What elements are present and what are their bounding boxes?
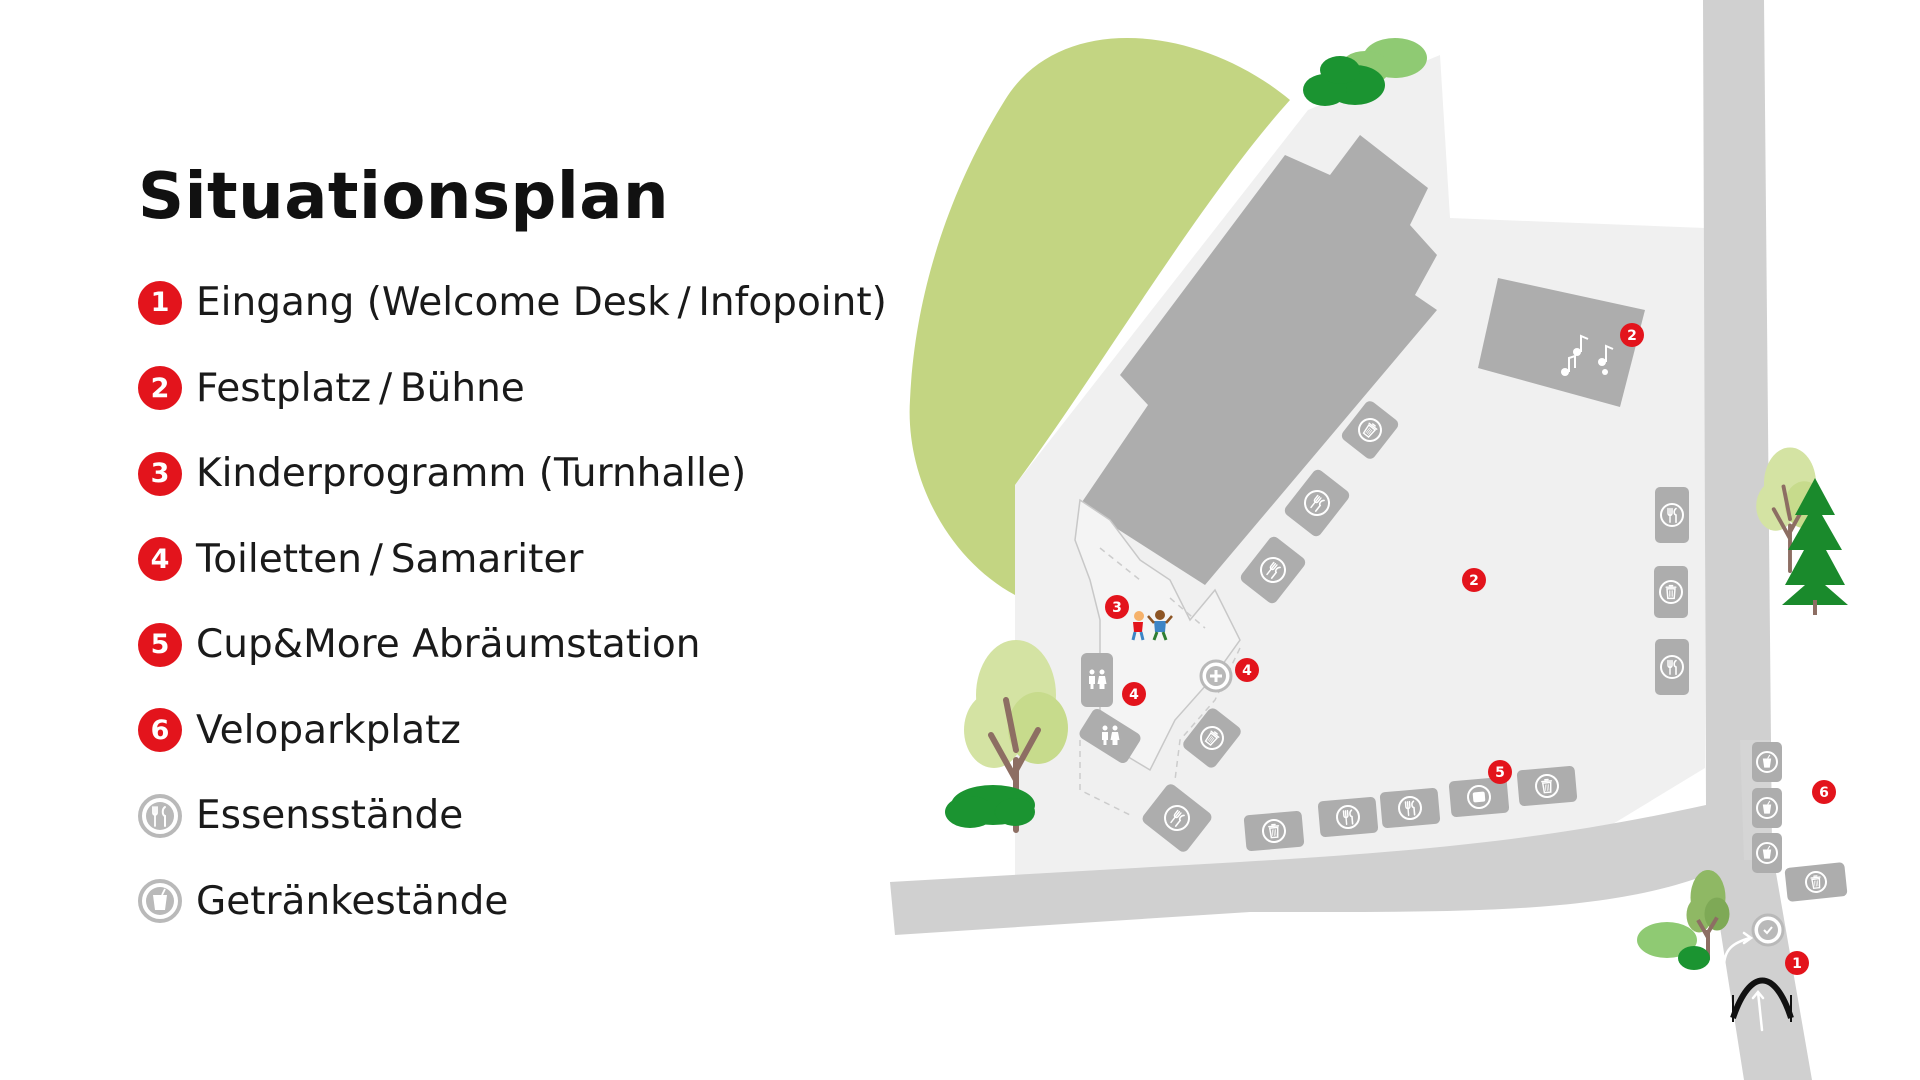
- bush-entrance: [1637, 922, 1710, 970]
- stall-food-1: [1284, 469, 1350, 537]
- stall-trash-6: [1784, 862, 1848, 902]
- stall-food-2: [1240, 536, 1306, 604]
- marker-badge-3: 3: [138, 451, 182, 496]
- arch-gate-icon: [1730, 977, 1794, 1022]
- marker-badge-4: 4: [138, 537, 182, 582]
- cupmore-station: [1448, 776, 1510, 818]
- stall-food-4: [1655, 639, 1689, 695]
- annex-dashed-path: [1079, 547, 1241, 816]
- legend-label-kids: Kinderprogramm (Turnhalle): [196, 451, 747, 497]
- toilet-block-2: [1079, 709, 1141, 763]
- legend-label-cupmore: Cup&More Abräumstation: [196, 622, 701, 668]
- welcome-desk-icon: [1751, 913, 1785, 947]
- legend-item-kids: 3 Kinderprogramm (Turnhalle): [138, 431, 938, 517]
- map-marker-4-first-aid: 4: [1235, 658, 1259, 682]
- main-road: [890, 0, 1812, 1080]
- map-marker-2-stage-label: 2: [1627, 328, 1637, 344]
- bush-top-dark: [1303, 56, 1385, 106]
- stall-trash-1: [1341, 401, 1399, 459]
- map-marker-6: 6: [1812, 780, 1836, 804]
- legend-title: Situationsplan: [138, 160, 670, 234]
- pine-tree-right: [1782, 478, 1848, 615]
- marker-badge-5: 5: [138, 622, 182, 667]
- stall-trash-2: [1654, 566, 1688, 618]
- stall-food-3: [1655, 487, 1689, 543]
- map-marker-4-first-aid-label: 4: [1242, 663, 1252, 679]
- legend-label-festplatz: Festplatz / Bühne: [196, 365, 525, 411]
- legend-label-bike-parking: Veloparkplatz: [196, 707, 461, 753]
- marker-badge-2: 2: [138, 366, 182, 411]
- bush-left: [945, 785, 1035, 828]
- stall-food-6: [1317, 796, 1379, 838]
- marker-badge-1: 1: [138, 280, 182, 325]
- stall-trash-5: [1516, 765, 1578, 807]
- map-marker-2-ground-label: 2: [1469, 573, 1479, 589]
- legend-label-food: Essensstände: [196, 793, 464, 839]
- stall-food-5: [1142, 784, 1212, 852]
- map-marker-6-label: 6: [1819, 785, 1829, 801]
- direction-arrows: [1722, 931, 1765, 1032]
- music-notes-icon: [1561, 334, 1614, 376]
- legend-item-food: Essensstände: [138, 773, 938, 859]
- stall-trash-4: [1243, 810, 1305, 852]
- children-icon: [1131, 610, 1173, 641]
- toilet-block-1: [1081, 653, 1113, 707]
- legend-item-festplatz: 2 Festplatz / Bühne: [138, 346, 938, 432]
- map-marker-1-label: 1: [1792, 956, 1802, 972]
- cup-icon: [138, 879, 182, 924]
- fork-knife-icon: [138, 793, 182, 838]
- stage: [1478, 278, 1645, 407]
- stall-trash-3: [1183, 708, 1241, 768]
- legend-label-entrance: Eingang (Welcome Desk / Infopoint): [196, 280, 887, 326]
- legend-list: 1 Eingang (Welcome Desk / Infopoint) 2 F…: [138, 260, 938, 944]
- main-building: [1080, 135, 1437, 585]
- legend: Situationsplan 1 Eingang (Welcome Desk /…: [138, 160, 938, 944]
- map-marker-5: 5: [1488, 760, 1512, 784]
- legend-item-bike-parking: 6 Veloparkplatz: [138, 688, 938, 774]
- legend-item-toilets: 4 Toiletten / Samariter: [138, 517, 938, 603]
- meadow: [909, 37, 1290, 595]
- map-marker-4-toilets: 4: [1122, 682, 1146, 706]
- marker-badge-6: 6: [138, 708, 182, 753]
- legend-label-toilets: Toiletten / Samariter: [196, 536, 584, 582]
- legend-item-cupmore: 5 Cup&More Abräumstation: [138, 602, 938, 688]
- legend-label-drinks: Getränkestände: [196, 878, 509, 924]
- map-marker-2-stage: 2: [1620, 323, 1644, 347]
- first-aid-icon: [1199, 659, 1233, 693]
- map-marker-5-label: 5: [1495, 765, 1505, 781]
- legend-item-entrance: 1 Eingang (Welcome Desk / Infopoint): [138, 260, 938, 346]
- map-marker-2-ground: 2: [1462, 568, 1486, 592]
- drink-stand-3: [1752, 833, 1782, 873]
- map-marker-3: 3: [1105, 595, 1129, 619]
- drink-stand-1: [1752, 742, 1782, 782]
- map-marker-1: 1: [1785, 951, 1809, 975]
- drink-stand-2: [1752, 788, 1782, 828]
- legend-item-drinks: Getränkestände: [138, 859, 938, 945]
- stall-food-7: [1379, 787, 1441, 829]
- tree-entrance: [1686, 870, 1730, 960]
- map-marker-3-label: 3: [1112, 600, 1122, 616]
- map-marker-4-toilets-label: 4: [1129, 687, 1139, 703]
